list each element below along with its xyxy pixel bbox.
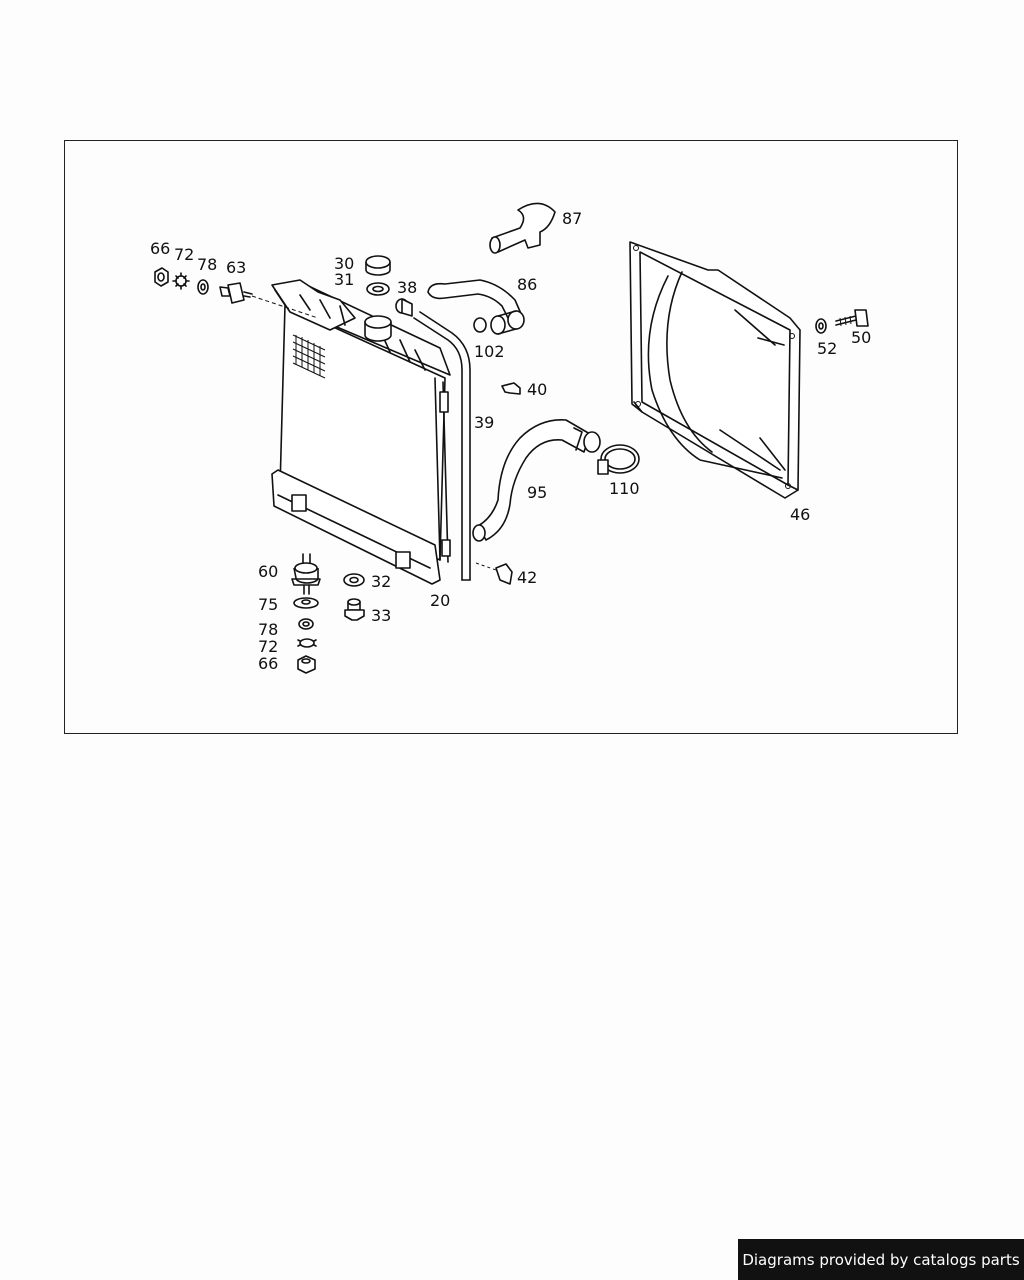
overflow-pipe-39-part [395, 298, 471, 581]
lock-washer-72-bottom-part [297, 638, 317, 648]
callout-60: 60 [258, 562, 278, 581]
callout-87: 87 [562, 209, 582, 228]
callout-86: 86 [517, 275, 537, 294]
callout-66-top: 66 [150, 239, 170, 258]
callout-38: 38 [397, 278, 417, 297]
rubber-mount-63-part [219, 282, 319, 319]
callout-39: 39 [474, 413, 494, 432]
footer-banner: Diagrams provided by catalogs parts [738, 1239, 1024, 1280]
bracket-42-part [475, 562, 513, 585]
callout-75: 75 [258, 595, 278, 614]
radiator-part [271, 279, 451, 585]
callout-78-top: 78 [197, 255, 217, 274]
callout-78-bottom: 78 [258, 620, 278, 639]
hose-95-part [472, 419, 601, 542]
washer-78-top-part [197, 279, 209, 295]
nut-66-bottom-part [297, 655, 316, 674]
callout-20: 20 [430, 591, 450, 610]
callout-40: 40 [527, 380, 547, 399]
callout-95: 95 [527, 483, 547, 502]
spacer-75-part [293, 597, 319, 609]
callout-72-top: 72 [174, 245, 194, 264]
rubber-mount-60-part [291, 553, 321, 595]
callout-32: 32 [371, 572, 391, 591]
callout-50: 50 [851, 328, 871, 347]
lock-washer-72-top-part [172, 272, 190, 290]
fan-shroud-46-part [629, 241, 801, 499]
callout-30: 30 [334, 254, 354, 273]
washer-78-bottom-part [298, 618, 314, 630]
callout-52: 52 [817, 339, 837, 358]
callout-102: 102 [474, 342, 505, 361]
clamp-110-part [597, 444, 640, 475]
callout-31: 31 [334, 270, 354, 289]
hose-87-part [489, 202, 556, 254]
clip-40-part [501, 382, 521, 395]
callout-66-bottom: 66 [258, 654, 278, 673]
callout-63: 63 [226, 258, 246, 277]
callout-33: 33 [371, 606, 391, 625]
gasket-31-part [366, 282, 390, 296]
hose-86-part [427, 279, 525, 335]
gasket-32-part [343, 573, 365, 587]
callout-110: 110 [609, 479, 640, 498]
radiator-cap-30-part [365, 255, 391, 276]
nut-66-top-part [154, 267, 169, 287]
screw-50-part [835, 309, 869, 327]
washer-52-part [815, 318, 827, 334]
callout-46: 46 [790, 505, 810, 524]
callout-42: 42 [517, 568, 537, 587]
callout-72-bottom: 72 [258, 637, 278, 656]
drain-plug-33-part [344, 598, 365, 621]
